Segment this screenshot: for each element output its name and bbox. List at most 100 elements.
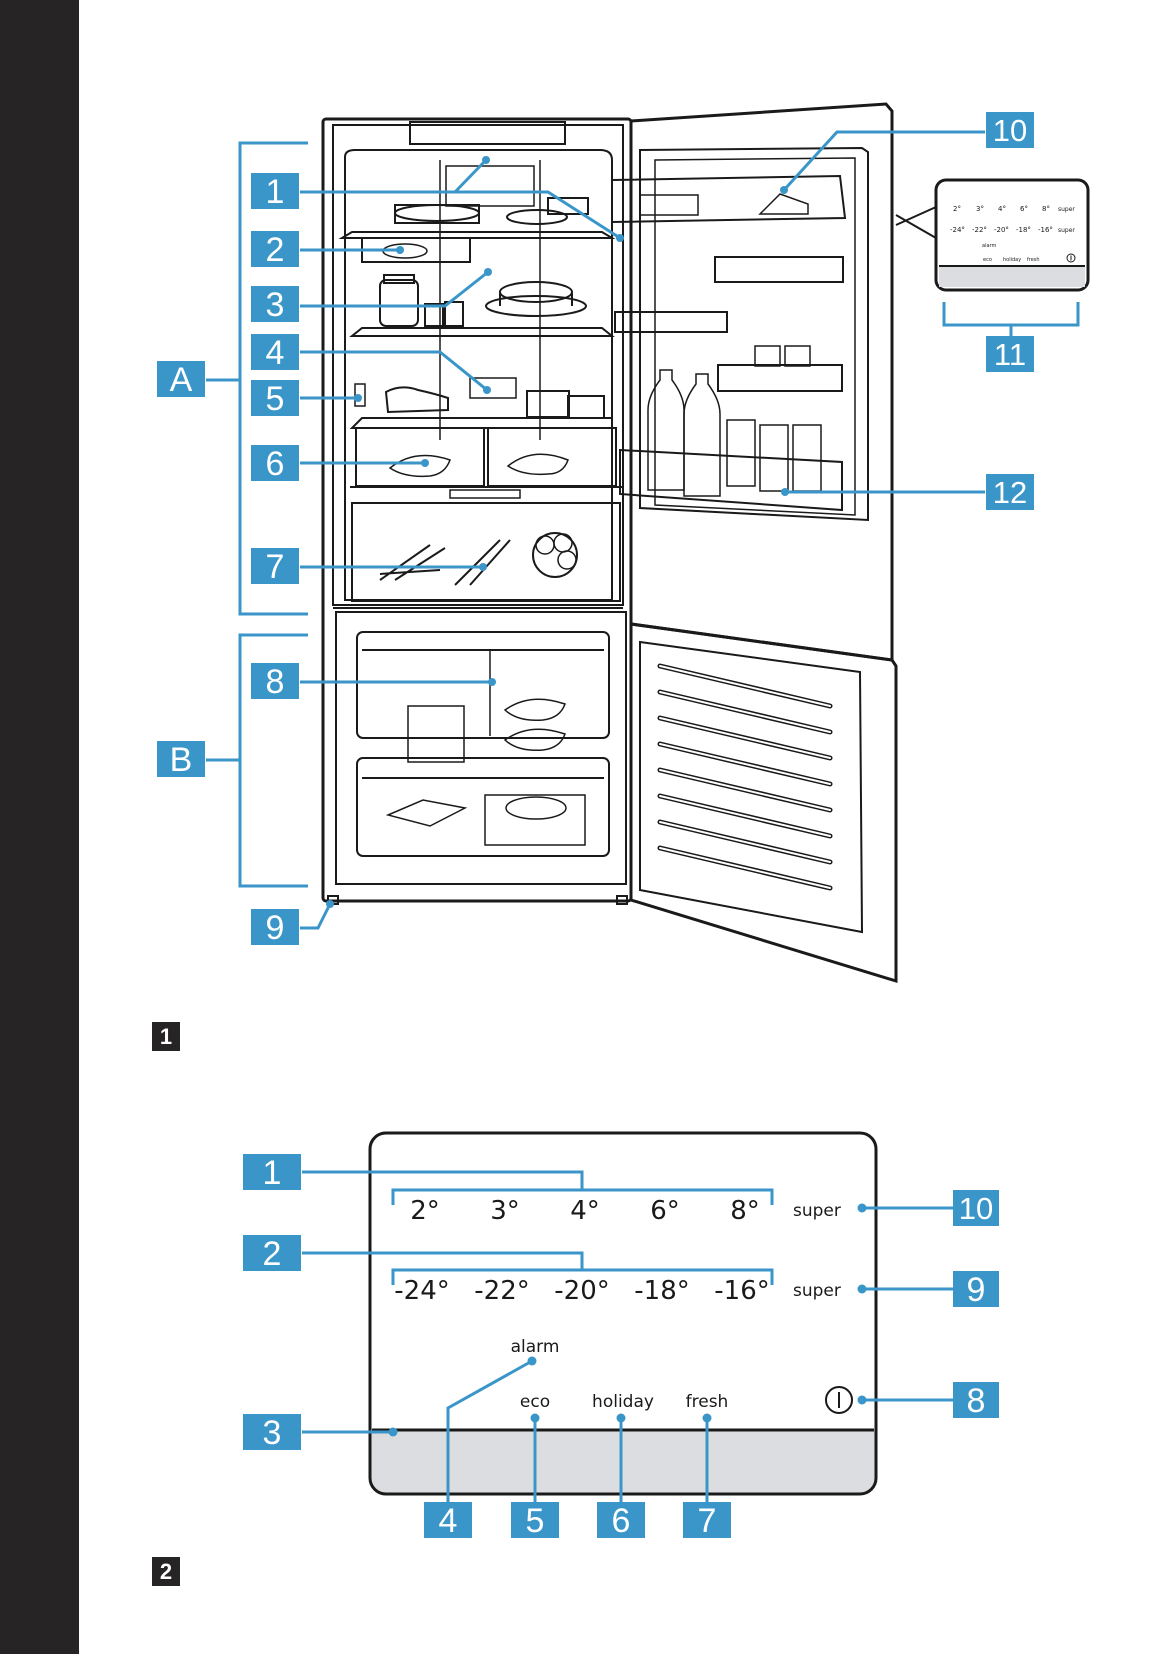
mini-super-freezer: super xyxy=(1058,227,1075,234)
freezer-door xyxy=(629,622,898,984)
mini-power-icon xyxy=(1066,253,1076,263)
callout-label-a: A xyxy=(170,361,193,399)
mini-freezer-temp-5: -16° xyxy=(1038,226,1053,234)
figure-2-number-box xyxy=(152,1557,180,1586)
figure-2-brackets xyxy=(302,1170,955,1502)
figure-2-control-panel xyxy=(368,1131,878,1496)
bottle-shelf xyxy=(619,448,843,512)
fig1-callout-2: 2 xyxy=(266,231,285,269)
figure-2-leader-dots xyxy=(388,1203,867,1437)
fridge-compartment xyxy=(344,149,613,601)
fig1-callout-9: 9 xyxy=(266,909,285,947)
page-side-bar xyxy=(0,0,79,1654)
fridge-temp-3: 3° xyxy=(490,1196,520,1226)
freezer-drawer-bottom xyxy=(356,757,610,857)
fig2-callout-9: 9 xyxy=(967,1271,986,1309)
mini-fridge-temp-5: 8° xyxy=(1042,205,1050,213)
side-light xyxy=(354,383,366,407)
mini-fridge-temp-1: 2° xyxy=(953,205,961,213)
glass-shelf-middle xyxy=(349,327,615,337)
fig1-callout-1: 1 xyxy=(266,173,285,211)
callout-label-b: B xyxy=(170,741,193,779)
figure-2-callouts: 1 2 3 10 9 8 4 5 6 7 xyxy=(243,1154,999,1540)
fig1-callout-11: 11 xyxy=(994,337,1026,372)
mini-panel-text: 2° 3° 4° 6° 8° super -24° -22° -20° -18°… xyxy=(950,205,1076,263)
fridge-door xyxy=(629,102,894,662)
super-fridge-label: super xyxy=(793,1201,841,1221)
holiday-label: holiday xyxy=(592,1392,654,1412)
callout-box-b xyxy=(157,741,205,777)
figure-2-freezer-temps: -24° -22° -20° -18° -16° super xyxy=(394,1276,841,1306)
fig1-callout-4: 4 xyxy=(266,334,285,372)
freezer-temp-minus-20: -20° xyxy=(554,1276,609,1306)
door-shelf-upper xyxy=(714,256,844,283)
fridge-temp-4: 4° xyxy=(570,1196,600,1226)
figure-1-leader-lines xyxy=(300,130,985,930)
figure-1-leader-dots xyxy=(326,156,789,908)
fresh-label: fresh xyxy=(686,1392,729,1412)
fig1-callout-12: 12 xyxy=(993,475,1027,510)
fridge-temp-6: 6° xyxy=(650,1196,680,1226)
panel-bottom-strip xyxy=(370,1430,876,1494)
mini-eco: eco xyxy=(983,257,992,263)
power-icon xyxy=(825,1386,853,1414)
mini-freezer-temp-3: -20° xyxy=(994,226,1009,234)
cabinet-outline xyxy=(321,117,633,903)
figure-1-number: 1 xyxy=(160,1024,172,1049)
panel-outline xyxy=(368,1131,878,1496)
fig1-callout-10: 10 xyxy=(993,113,1027,148)
fig1-callout-3: 3 xyxy=(266,286,285,324)
egg-tray-shelf xyxy=(614,311,728,333)
fridge-temp-8: 8° xyxy=(730,1196,760,1226)
drawer-left xyxy=(355,427,485,487)
freezer-compartment xyxy=(335,611,627,885)
door-shelf-middle xyxy=(717,364,843,392)
fig1-callout-5: 5 xyxy=(266,380,285,418)
mini-fridge-temp-3: 4° xyxy=(998,205,1006,213)
fig2-callout-8: 8 xyxy=(967,1382,986,1420)
fig1-callout-7: 7 xyxy=(266,548,285,586)
figure-2-fridge-temps: 2° 3° 4° 6° 8° super xyxy=(410,1196,841,1226)
fig2-callout-7: 7 xyxy=(698,1502,717,1540)
fig2-callout-4: 4 xyxy=(439,1502,458,1540)
crisper-drawer xyxy=(351,502,621,602)
mini-fresh: fresh xyxy=(1027,257,1040,263)
freezer-temp-minus-18: -18° xyxy=(634,1276,689,1306)
callout-box-a xyxy=(157,361,205,397)
mini-alarm: alarm xyxy=(982,243,996,249)
mini-holiday: holiday xyxy=(1003,257,1021,263)
fridge-temp-2: 2° xyxy=(410,1196,440,1226)
fig2-callout-5: 5 xyxy=(526,1502,545,1540)
fridge-inner-frame xyxy=(332,124,624,606)
mini-freezer-temp-2: -22° xyxy=(972,226,987,234)
alarm-label: alarm xyxy=(511,1337,560,1357)
mini-freezer-temp-4: -18° xyxy=(1016,226,1031,234)
fig1-callout-6: 6 xyxy=(266,445,285,483)
mini-freezer-temp-1: -24° xyxy=(950,226,965,234)
fig2-callout-3: 3 xyxy=(263,1414,282,1452)
interior-temperature-display xyxy=(469,377,517,399)
drawer-right xyxy=(487,427,617,487)
figure-1-callouts: A B 1 2 3 4 5 6 7 8 9 10 11 12 xyxy=(157,112,1034,947)
door-shelf-top xyxy=(611,174,847,224)
eco-label: eco xyxy=(520,1392,550,1412)
fig2-callout-10: 10 xyxy=(959,1191,993,1226)
glass-shelf-top xyxy=(338,231,616,239)
fig2-callout-1: 1 xyxy=(263,1154,282,1192)
figure-2-mode-labels: alarm eco holiday fresh xyxy=(511,1337,729,1412)
mini-fridge-temp-2: 3° xyxy=(976,205,984,213)
glass-shelf-lower xyxy=(349,417,613,429)
mini-control-panel xyxy=(934,178,1090,292)
group-brackets xyxy=(206,141,1080,888)
fig2-callout-6: 6 xyxy=(612,1502,631,1540)
freezer-drawer-top xyxy=(356,631,610,739)
top-light-housing xyxy=(409,121,566,145)
freezer-temp-minus-22: -22° xyxy=(474,1276,529,1306)
freezer-temp-minus-16: -16° xyxy=(714,1276,769,1306)
super-freezer-label: super xyxy=(793,1281,841,1301)
mini-fridge-temp-4: 6° xyxy=(1020,205,1028,213)
figure-2-number: 2 xyxy=(160,1559,172,1584)
mini-super-fridge: super xyxy=(1058,206,1075,213)
figure-1-fridge-illustration xyxy=(321,102,1090,984)
